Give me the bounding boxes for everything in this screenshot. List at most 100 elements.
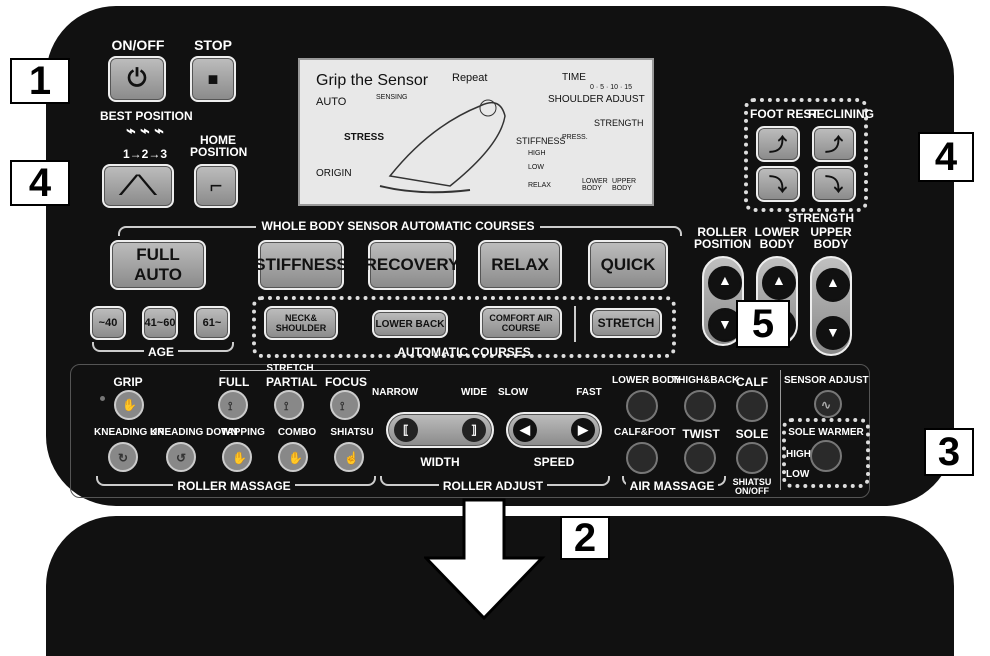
best-position-label: BEST POSITION — [100, 109, 193, 123]
age-41-60-button[interactable]: 41~60 — [142, 306, 178, 340]
lcd-low: LOW — [528, 164, 544, 171]
callout-1: 1 — [10, 58, 70, 104]
lower-body-air-button[interactable] — [626, 390, 658, 422]
age-label: AGE — [92, 345, 230, 359]
foot-rest-down-icon: ⤵ — [769, 175, 787, 195]
full-stretch-button[interactable]: ⟟ — [218, 390, 248, 420]
width-control[interactable]: ⟦ ⟧ — [386, 412, 494, 448]
partial-stretch-icon: ⟟ — [284, 399, 289, 413]
power-button[interactable]: ⏻ — [108, 56, 166, 102]
best-position-button[interactable]: ⟋⟍ — [102, 164, 174, 208]
automatic-courses-title: AUTOMATIC COURSES — [397, 345, 531, 359]
sensor-adjust-button[interactable]: ∿ — [814, 390, 842, 418]
combo-icon: ✋ — [288, 451, 303, 465]
shiatsu-icon: ☝ — [344, 451, 359, 465]
sole-warmer-highlight — [782, 418, 870, 488]
roller-position-button[interactable]: ▲ ▼ — [702, 256, 744, 346]
thigh-back-label: THIGH&BACK — [672, 375, 740, 386]
warmer-high-label: HIGH — [786, 449, 811, 460]
lcd-display: Grip the Sensor AUTO SENSING Repeat TIME… — [298, 58, 654, 206]
air-massage-title: AIR MASSAGE — [622, 479, 722, 493]
lcd-title: Grip the Sensor — [316, 72, 429, 89]
open-drawer-arrow-icon — [424, 498, 546, 621]
chair-icon: ⌐ — [209, 173, 223, 198]
thigh-back-air-button[interactable] — [684, 390, 716, 422]
lcd-time-scale: 0 · 5 · 10 · 15 — [590, 84, 633, 91]
stiffness-button[interactable]: STIFFNESS — [254, 240, 348, 290]
recovery-button[interactable]: RECOVERY — [365, 240, 459, 290]
grip-button[interactable]: ✋ — [114, 390, 144, 420]
tapping-label: TAPPING — [221, 427, 265, 438]
neck-shoulder-button[interactable]: NECK& SHOULDER — [264, 306, 338, 340]
full-label: FULL — [218, 375, 250, 389]
stretch-button[interactable]: STRETCH — [590, 308, 662, 338]
up-arrow-icon: ▲ — [708, 266, 742, 300]
upper-body-strength-button[interactable]: ▲ ▼ — [810, 256, 852, 356]
lcd-stiffness: STIFFNESS — [516, 136, 566, 146]
foot-rest-label: FOOT REST — [750, 107, 819, 121]
recline-back-button[interactable]: ⤴ — [812, 126, 856, 162]
stop-label: STOP — [194, 37, 232, 53]
age-over-61-button[interactable]: 61~ — [194, 306, 230, 340]
roller-position-label: ROLLER POSITION — [694, 225, 752, 251]
down-arrow-icon: ▼ — [816, 316, 850, 350]
callout-4-right: 4 — [918, 132, 974, 182]
lcd-shoulder-adjust: SHOULDER ADJUST — [548, 94, 645, 105]
strength-label: STRENGTH — [788, 211, 854, 225]
narrow-icon: ⟦ — [394, 418, 418, 442]
lower-back-button[interactable]: LOWER BACK — [372, 310, 448, 338]
combo-label: COMBO — [277, 427, 317, 438]
tapping-button[interactable]: ✋ — [222, 442, 252, 472]
wide-label: WIDE — [460, 387, 488, 398]
sole-warmer-button[interactable] — [810, 440, 842, 472]
full-auto-button[interactable]: FULL AUTO — [110, 240, 206, 290]
quick-button[interactable]: QUICK — [588, 240, 668, 290]
stop-button[interactable]: ■ — [190, 56, 236, 102]
shiatsu-on-off-label: SHIATSU ON/OFF — [732, 477, 772, 496]
recline-icon: ⟋⟍ — [119, 170, 157, 200]
partial-label: PARTIAL — [266, 375, 318, 389]
roller-adjust-title: ROLLER ADJUST — [380, 479, 606, 493]
home-position-button[interactable]: ⌐ — [194, 164, 238, 208]
best-position-icons: ⌁ ⌁ ⌁ — [126, 123, 164, 140]
width-label: WIDTH — [420, 455, 460, 469]
foot-rest-up-button[interactable]: ⤴ — [756, 126, 800, 162]
kneading-down-button[interactable]: ↺ — [166, 442, 196, 472]
callout-5: 5 — [736, 300, 790, 348]
twist-air-button[interactable] — [684, 442, 716, 474]
combo-button[interactable]: ✋ — [278, 442, 308, 472]
shiatsu-button[interactable]: ☝ — [334, 442, 364, 472]
speed-label: SPEED — [533, 455, 575, 469]
recline-forward-button[interactable]: ⤵ — [812, 166, 856, 202]
lower-body-strength-label: LOWER BODY — [754, 225, 800, 251]
lcd-auto: AUTO — [316, 96, 347, 108]
relax-button[interactable]: RELAX — [478, 240, 562, 290]
calf-air-button[interactable] — [736, 390, 768, 422]
partial-stretch-button[interactable]: ⟟ — [274, 390, 304, 420]
sole-air-button[interactable] — [736, 442, 768, 474]
full-stretch-icon: ⟟ — [228, 399, 233, 413]
kneading-up-button[interactable]: ↻ — [108, 442, 138, 472]
calf-foot-label: CALF&FOOT — [614, 427, 676, 438]
lcd-upper-body: UPPER BODY — [612, 178, 637, 192]
twist-label: TWIST — [682, 427, 720, 441]
reclining-label: RECLINING — [808, 107, 874, 121]
up-arrow-icon: ▲ — [762, 266, 796, 300]
stop-icon: ■ — [207, 68, 219, 89]
best-position-sequence: 1→2→3 — [122, 147, 168, 161]
calf-foot-air-button[interactable] — [626, 442, 658, 474]
foot-rest-down-button[interactable]: ⤵ — [756, 166, 800, 202]
pulse-icon: ∿ — [821, 398, 832, 412]
lcd-origin: ORIGIN — [316, 168, 352, 179]
kneading-up-icon: ↻ — [118, 451, 129, 465]
speed-control[interactable]: ◀ ▶ — [506, 412, 602, 448]
shiatsu-label: SHIATSU — [330, 427, 374, 438]
lcd-strength: STRENGTH — [594, 118, 644, 128]
age-under-40-button[interactable]: ~40 — [90, 306, 126, 340]
slow-arrow-icon: ◀ — [513, 418, 537, 442]
automatic-courses-highlight — [252, 296, 676, 358]
hand-icon: ✋ — [122, 398, 137, 412]
comfort-air-course-button[interactable]: COMFORT AIR COURSE — [480, 306, 562, 340]
kneading-up-label: KNEADING UP — [94, 427, 165, 438]
focus-stretch-button[interactable]: ⟟ — [330, 390, 360, 420]
